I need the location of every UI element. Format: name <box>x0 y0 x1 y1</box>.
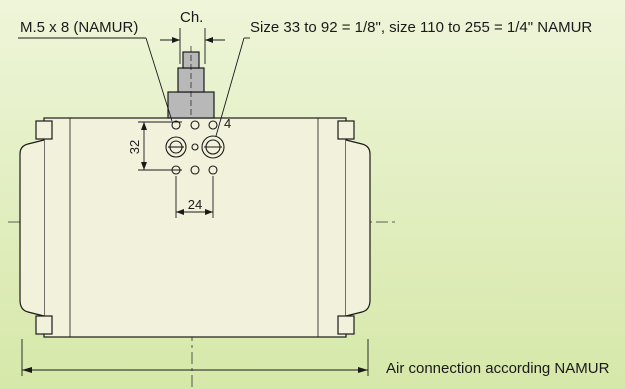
size-note-label: Size 33 to 92 = 1/8", size 110 to 255 = … <box>250 19 592 36</box>
leader-lines <box>18 37 250 137</box>
end-cap-right <box>337 120 371 335</box>
dimension-24-label: 24 <box>188 197 202 212</box>
namur-ports <box>165 120 225 175</box>
shaft-flange <box>167 46 215 119</box>
overall-dimension <box>21 339 369 376</box>
actuator-body <box>43 117 347 338</box>
dimension-32-label: 32 <box>127 140 142 154</box>
port-number-label: 4 <box>224 116 231 131</box>
air-connection-label: Air connection according NAMUR <box>386 360 610 377</box>
dimension-24 <box>175 176 214 218</box>
ch-label: Ch. <box>180 9 203 26</box>
ch-dimension <box>160 28 225 64</box>
dimension-32 <box>138 121 182 171</box>
namur-thread-label: M.5 x 8 (NAMUR) <box>20 19 138 36</box>
end-cap-left <box>19 120 53 335</box>
